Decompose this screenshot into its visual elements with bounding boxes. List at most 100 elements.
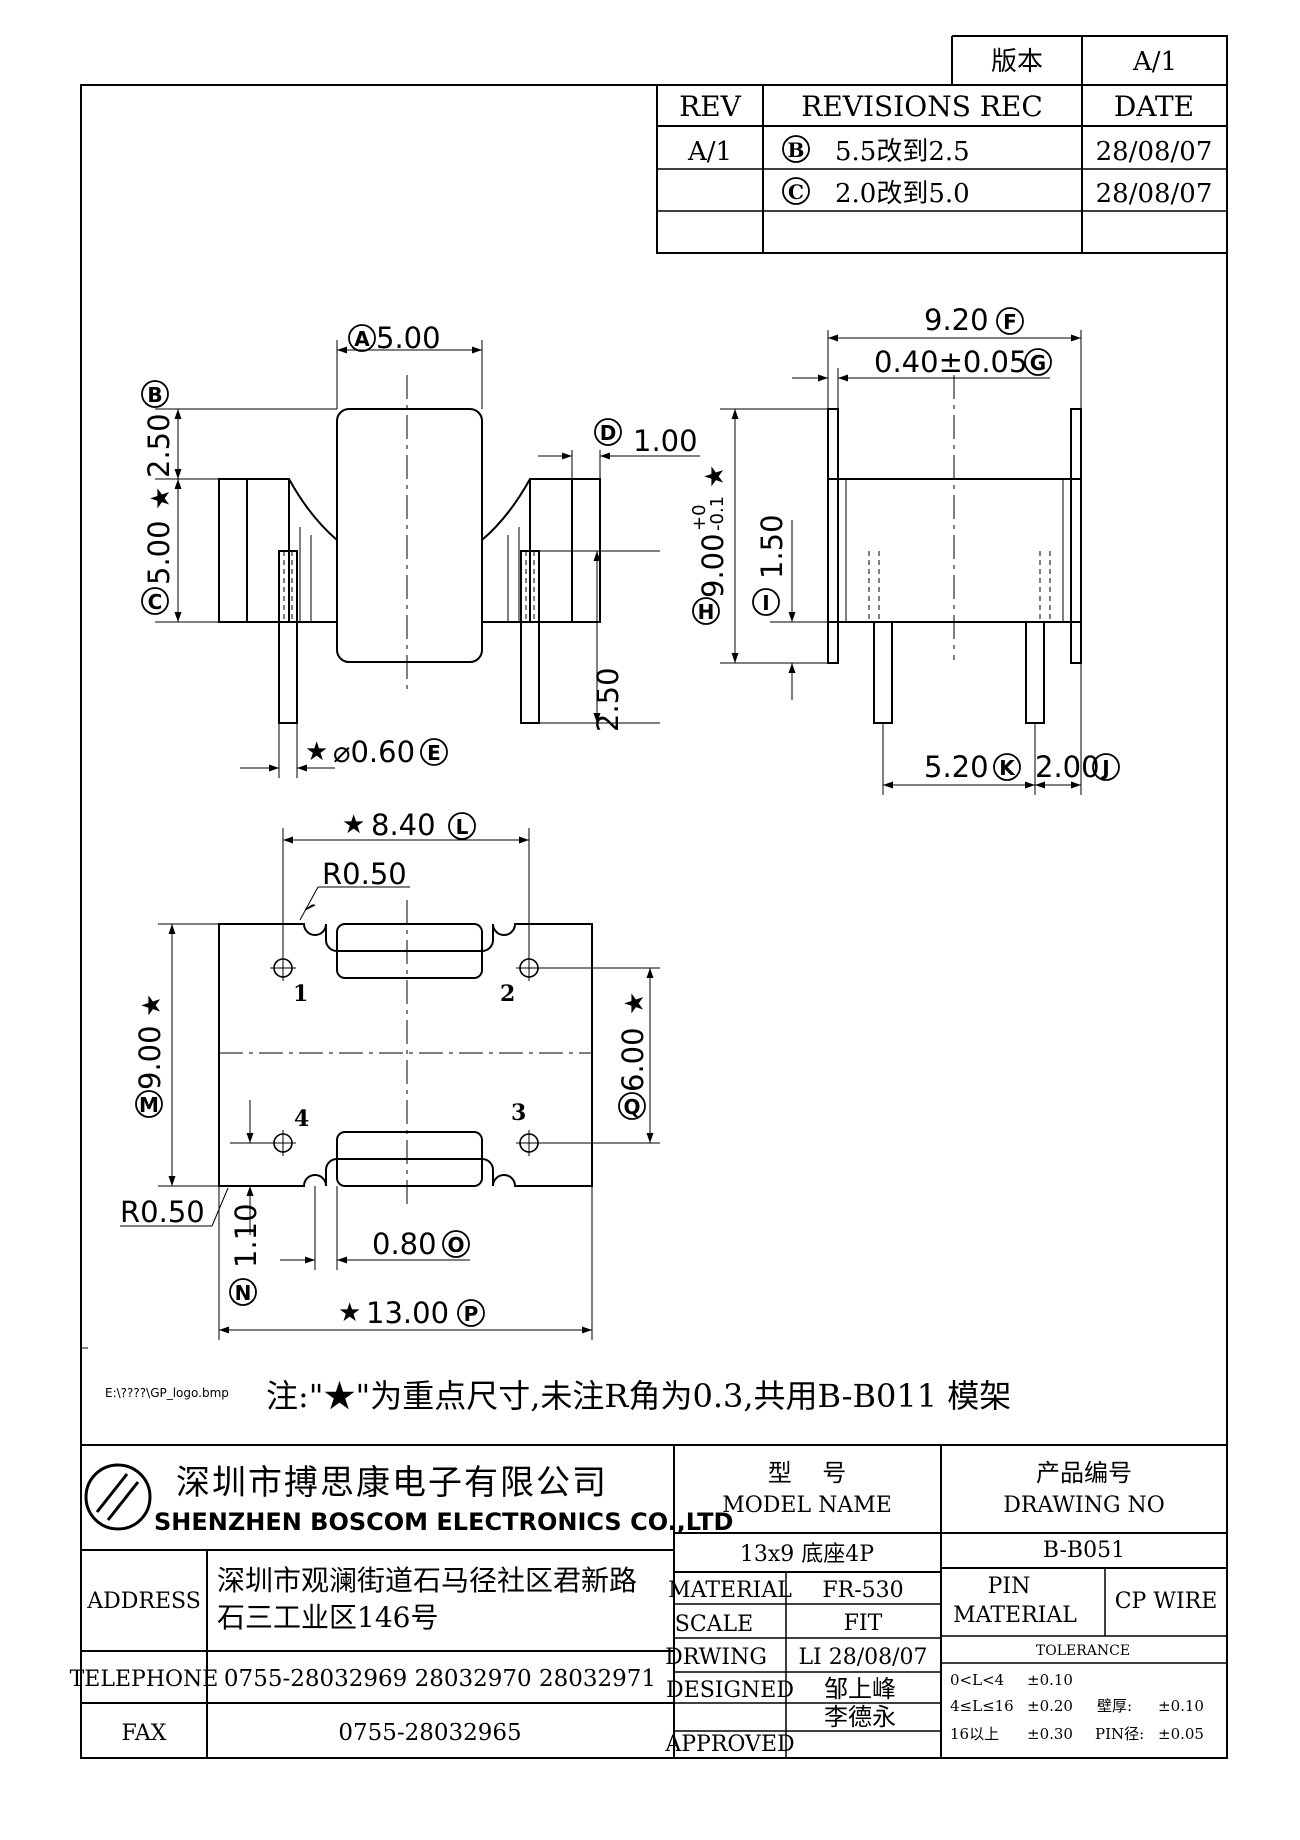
dim-H-value: 9.00 bbox=[696, 533, 730, 598]
dim-Q-star: ★ bbox=[620, 992, 650, 1015]
wall-thickness-value: ±0.10 bbox=[1158, 1697, 1204, 1715]
drawing-by-label: DRWING bbox=[665, 1645, 767, 1670]
version-label: 版本 bbox=[991, 47, 1043, 77]
rev-row-1-text: 5.5改到2.5 bbox=[835, 137, 970, 167]
tol-value-3: ±0.30 bbox=[1027, 1725, 1073, 1743]
dim-B-value: 2.50 bbox=[142, 413, 176, 478]
dim-Q-value: 6.00 bbox=[616, 1027, 650, 1092]
rev-header: REV bbox=[679, 90, 742, 123]
telephone-label: TELEPHONE bbox=[70, 1667, 219, 1692]
dim-H-tol-upper: +0 bbox=[689, 504, 710, 531]
dim-F-value: 9.20 bbox=[924, 303, 989, 337]
side-view-core bbox=[336, 408, 483, 663]
dim-M-mark: M bbox=[139, 1093, 159, 1117]
dim-J-mark: J bbox=[1100, 756, 1109, 780]
dim-O-value: 0.80 bbox=[372, 1227, 437, 1261]
address-line-1: 深圳市观澜街道石马径社区君新路 bbox=[217, 1564, 637, 1597]
pin-diameter-value: ±0.05 bbox=[1158, 1725, 1204, 1743]
drawing-note: 注:"★"为重点尺寸,未注R角为0.3,共用B-B011 模架 bbox=[266, 1377, 1011, 1415]
dim-C-value: 5.00 bbox=[142, 520, 176, 585]
front-view: 9.20 F 0.40±0.05 G ★ +0 -0.1 9.00 H 1.50… bbox=[689, 303, 1120, 795]
dim-P-value: 13.00 bbox=[366, 1296, 449, 1330]
dim-O-mark: O bbox=[447, 1233, 464, 1257]
dim-G-value: 0.40±0.05 bbox=[874, 345, 1027, 379]
drawing-no-value: B-B051 bbox=[1043, 1538, 1125, 1563]
dim-C-star: ★ bbox=[146, 487, 176, 510]
address-label: ADDRESS bbox=[86, 1589, 201, 1614]
dim-M-value: 9.00 bbox=[133, 1025, 167, 1090]
fax-label: FAX bbox=[122, 1721, 167, 1746]
model-name-value: 13x9 底座4P bbox=[740, 1542, 874, 1567]
dim-P-mark: P bbox=[464, 1302, 479, 1326]
tol-range-1: 0<L<4 bbox=[950, 1671, 1004, 1689]
dim-Q-mark: Q bbox=[623, 1095, 640, 1119]
dim-K-value: 5.20 bbox=[924, 750, 989, 784]
material-value: FR-530 bbox=[822, 1578, 903, 1603]
pin-diameter-label: PIN径: bbox=[1095, 1725, 1144, 1743]
dim-I-value: 1.50 bbox=[755, 514, 789, 579]
dim-L-mark: L bbox=[456, 815, 469, 839]
side-view: A 5.00 B 2.50 5.00 ★ C D 1.00 2.50 ★ ⌀0.… bbox=[141, 321, 700, 778]
tol-range-2: 4≤L≤16 bbox=[950, 1697, 1014, 1715]
rev-row-1-mark-circle bbox=[782, 135, 810, 163]
approved-value: 李德永 bbox=[824, 1703, 896, 1731]
title-block-grid bbox=[81, 1444, 1227, 1758]
bottom-view-bottom-slot bbox=[336, 1131, 483, 1187]
rev-row-1-mark: B bbox=[788, 138, 805, 162]
fax-value: 0755-28032965 bbox=[338, 1720, 521, 1746]
rev-row-1-date: 28/08/07 bbox=[1096, 137, 1213, 167]
dim-F-mark: F bbox=[1003, 310, 1017, 334]
dim-M-star: ★ bbox=[137, 994, 167, 1017]
bottom-view-top-slot bbox=[336, 923, 483, 979]
pin-material-label-1: PIN bbox=[988, 1574, 1031, 1599]
dim-P-star: ★ bbox=[338, 1298, 361, 1328]
sheet-border bbox=[80, 84, 1228, 1759]
pin-label-1: 1 bbox=[293, 981, 308, 1007]
approved-label: APPROVED bbox=[664, 1732, 794, 1757]
dim-L-star: ★ bbox=[342, 810, 365, 840]
revisions-header: REVISIONS REC bbox=[801, 90, 1043, 123]
dim-L-value: 8.40 bbox=[371, 808, 436, 842]
company-name-en: SHENZHEN BOSCOM ELECTRONICS CO.,LTD bbox=[154, 1508, 733, 1536]
date-header: DATE bbox=[1114, 90, 1194, 123]
dim-E-star: ★ bbox=[305, 737, 328, 767]
dim-A-value: 5.00 bbox=[376, 321, 441, 355]
pin-label-4: 4 bbox=[294, 1106, 309, 1132]
rev-row-2-text: 2.0改到5.0 bbox=[835, 179, 970, 209]
logo-file-path: E:\????\GP_logo.bmp bbox=[105, 1386, 229, 1400]
drawing-by-value: LI 28/08/07 bbox=[798, 1645, 927, 1670]
bottom-view: 1 2 3 4 ★ 8.40 L R0.50 ★ 9.00 M ★ 6.00 Q… bbox=[120, 808, 660, 1340]
rev-row-2-mark: C bbox=[788, 180, 804, 204]
pin-material-label-2: MATERIAL bbox=[953, 1603, 1077, 1628]
dim-H-mark: H bbox=[698, 600, 715, 624]
model-label-cn: 型 号 bbox=[768, 1459, 847, 1487]
side-view-left-flange bbox=[218, 478, 248, 623]
dim-K-mark: K bbox=[999, 756, 1016, 780]
rev-row-2-date: 28/08/07 bbox=[1096, 179, 1213, 209]
version-value: A/1 bbox=[1132, 47, 1177, 77]
wall-thickness-label: 壁厚: bbox=[1097, 1697, 1132, 1715]
material-label: MATERIAL bbox=[668, 1578, 792, 1603]
model-label-en: MODEL NAME bbox=[722, 1493, 892, 1518]
designed-value: 邹上峰 bbox=[824, 1675, 896, 1703]
dim-A-mark: A bbox=[354, 327, 370, 351]
dim-E-value: ⌀0.60 bbox=[333, 735, 415, 769]
tolerance-label: TOLERANCE bbox=[1036, 1643, 1130, 1659]
scale-value: FIT bbox=[844, 1611, 883, 1636]
dim-N-mark: N bbox=[235, 1281, 252, 1305]
dim-E-mark: E bbox=[427, 741, 441, 765]
address-line-2: 石三工业区146号 bbox=[217, 1601, 438, 1634]
dim-D-value: 1.00 bbox=[633, 424, 698, 458]
dim-B-mark: B bbox=[147, 383, 162, 407]
dim-H-star: ★ bbox=[700, 465, 730, 488]
drawing-label-cn: 产品编号 bbox=[1036, 1459, 1132, 1487]
pin-label-2: 2 bbox=[500, 981, 515, 1007]
company-name-cn: 深圳市搏思康电子有限公司 bbox=[176, 1463, 608, 1503]
dim-H-tol-lower: -0.1 bbox=[707, 496, 728, 531]
tol-value-2: ±0.20 bbox=[1027, 1697, 1073, 1715]
dim-G-mark: G bbox=[1030, 351, 1046, 375]
dim-I-mark: I bbox=[762, 591, 769, 615]
scale-label: SCALE bbox=[675, 1612, 753, 1637]
radius-top-label: R0.50 bbox=[322, 857, 407, 891]
